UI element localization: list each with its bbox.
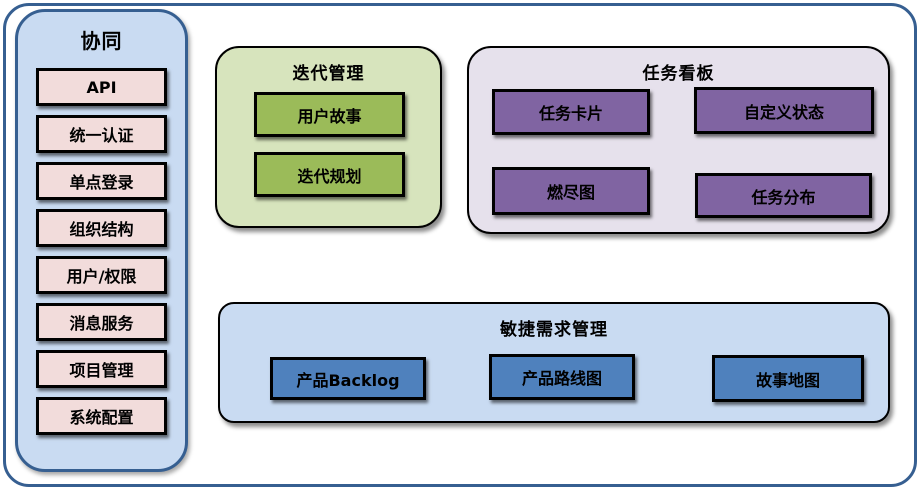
feature-box-sso: 单点登录 [36,162,167,200]
feature-box-users-permissions: 用户/权限 [36,256,167,294]
feature-box-story-map: 故事地图 [712,355,864,402]
collaboration-panel: 协同 API 统一认证 单点登录 组织结构 用户/权限 消息服务 项目管理 系统… [15,9,188,472]
feature-box-message-service: 消息服务 [36,303,167,341]
feature-box-product-roadmap: 产品路线图 [489,354,635,400]
feature-box-api: API [36,68,167,106]
feature-box-burndown-chart: 燃尽图 [492,167,650,215]
task-kanban-panel: 任务看板 任务卡片 自定义状态 燃尽图 任务分布 [467,46,890,234]
feature-box-task-card: 任务卡片 [492,89,650,135]
feature-box-project-management: 项目管理 [36,350,167,388]
iteration-management-panel: 迭代管理 用户故事 迭代规划 [215,46,442,228]
collaboration-item-list: API 统一认证 单点登录 组织结构 用户/权限 消息服务 项目管理 系统配置 [36,68,167,435]
feature-box-org-structure: 组织结构 [36,209,167,247]
feature-box-product-backlog: 产品Backlog [270,357,426,400]
feature-box-task-distribution: 任务分布 [695,173,872,218]
feature-box-custom-status: 自定义状态 [694,87,874,134]
agile-requirements-panel: 敏捷需求管理 产品Backlog 产品路线图 故事地图 [218,302,890,423]
feature-box-iteration-planning: 迭代规划 [254,152,405,197]
task-kanban-title: 任务看板 [642,64,715,84]
collaboration-panel-title: 协同 [80,29,123,53]
iteration-management-title: 迭代管理 [292,64,365,84]
agile-requirements-title: 敏捷需求管理 [500,320,608,340]
feature-box-system-config: 系统配置 [36,397,167,435]
feature-box-user-story: 用户故事 [254,92,405,137]
feature-box-unified-auth: 统一认证 [36,115,167,153]
